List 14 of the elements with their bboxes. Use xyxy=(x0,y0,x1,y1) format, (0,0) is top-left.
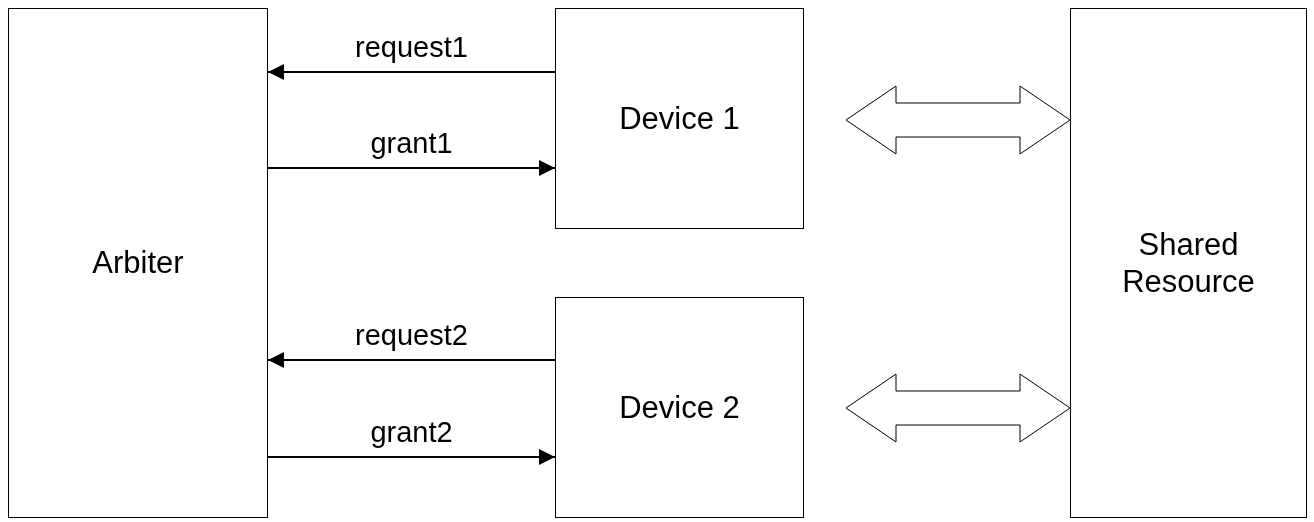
double-block-arrow xyxy=(845,85,1071,155)
arrow xyxy=(267,352,556,368)
block-box xyxy=(555,297,804,518)
block-box xyxy=(1070,8,1307,518)
block-label: Device 2 xyxy=(619,388,740,427)
arrow xyxy=(267,160,556,176)
arrow xyxy=(267,449,556,465)
arrow xyxy=(267,64,556,80)
double-block-arrow xyxy=(845,373,1071,443)
block-label: Shared Resource xyxy=(1121,225,1256,301)
block-label: Arbiter xyxy=(92,244,184,282)
block-box xyxy=(555,8,804,229)
block-label: Device 1 xyxy=(619,99,740,138)
block-box xyxy=(8,8,268,518)
